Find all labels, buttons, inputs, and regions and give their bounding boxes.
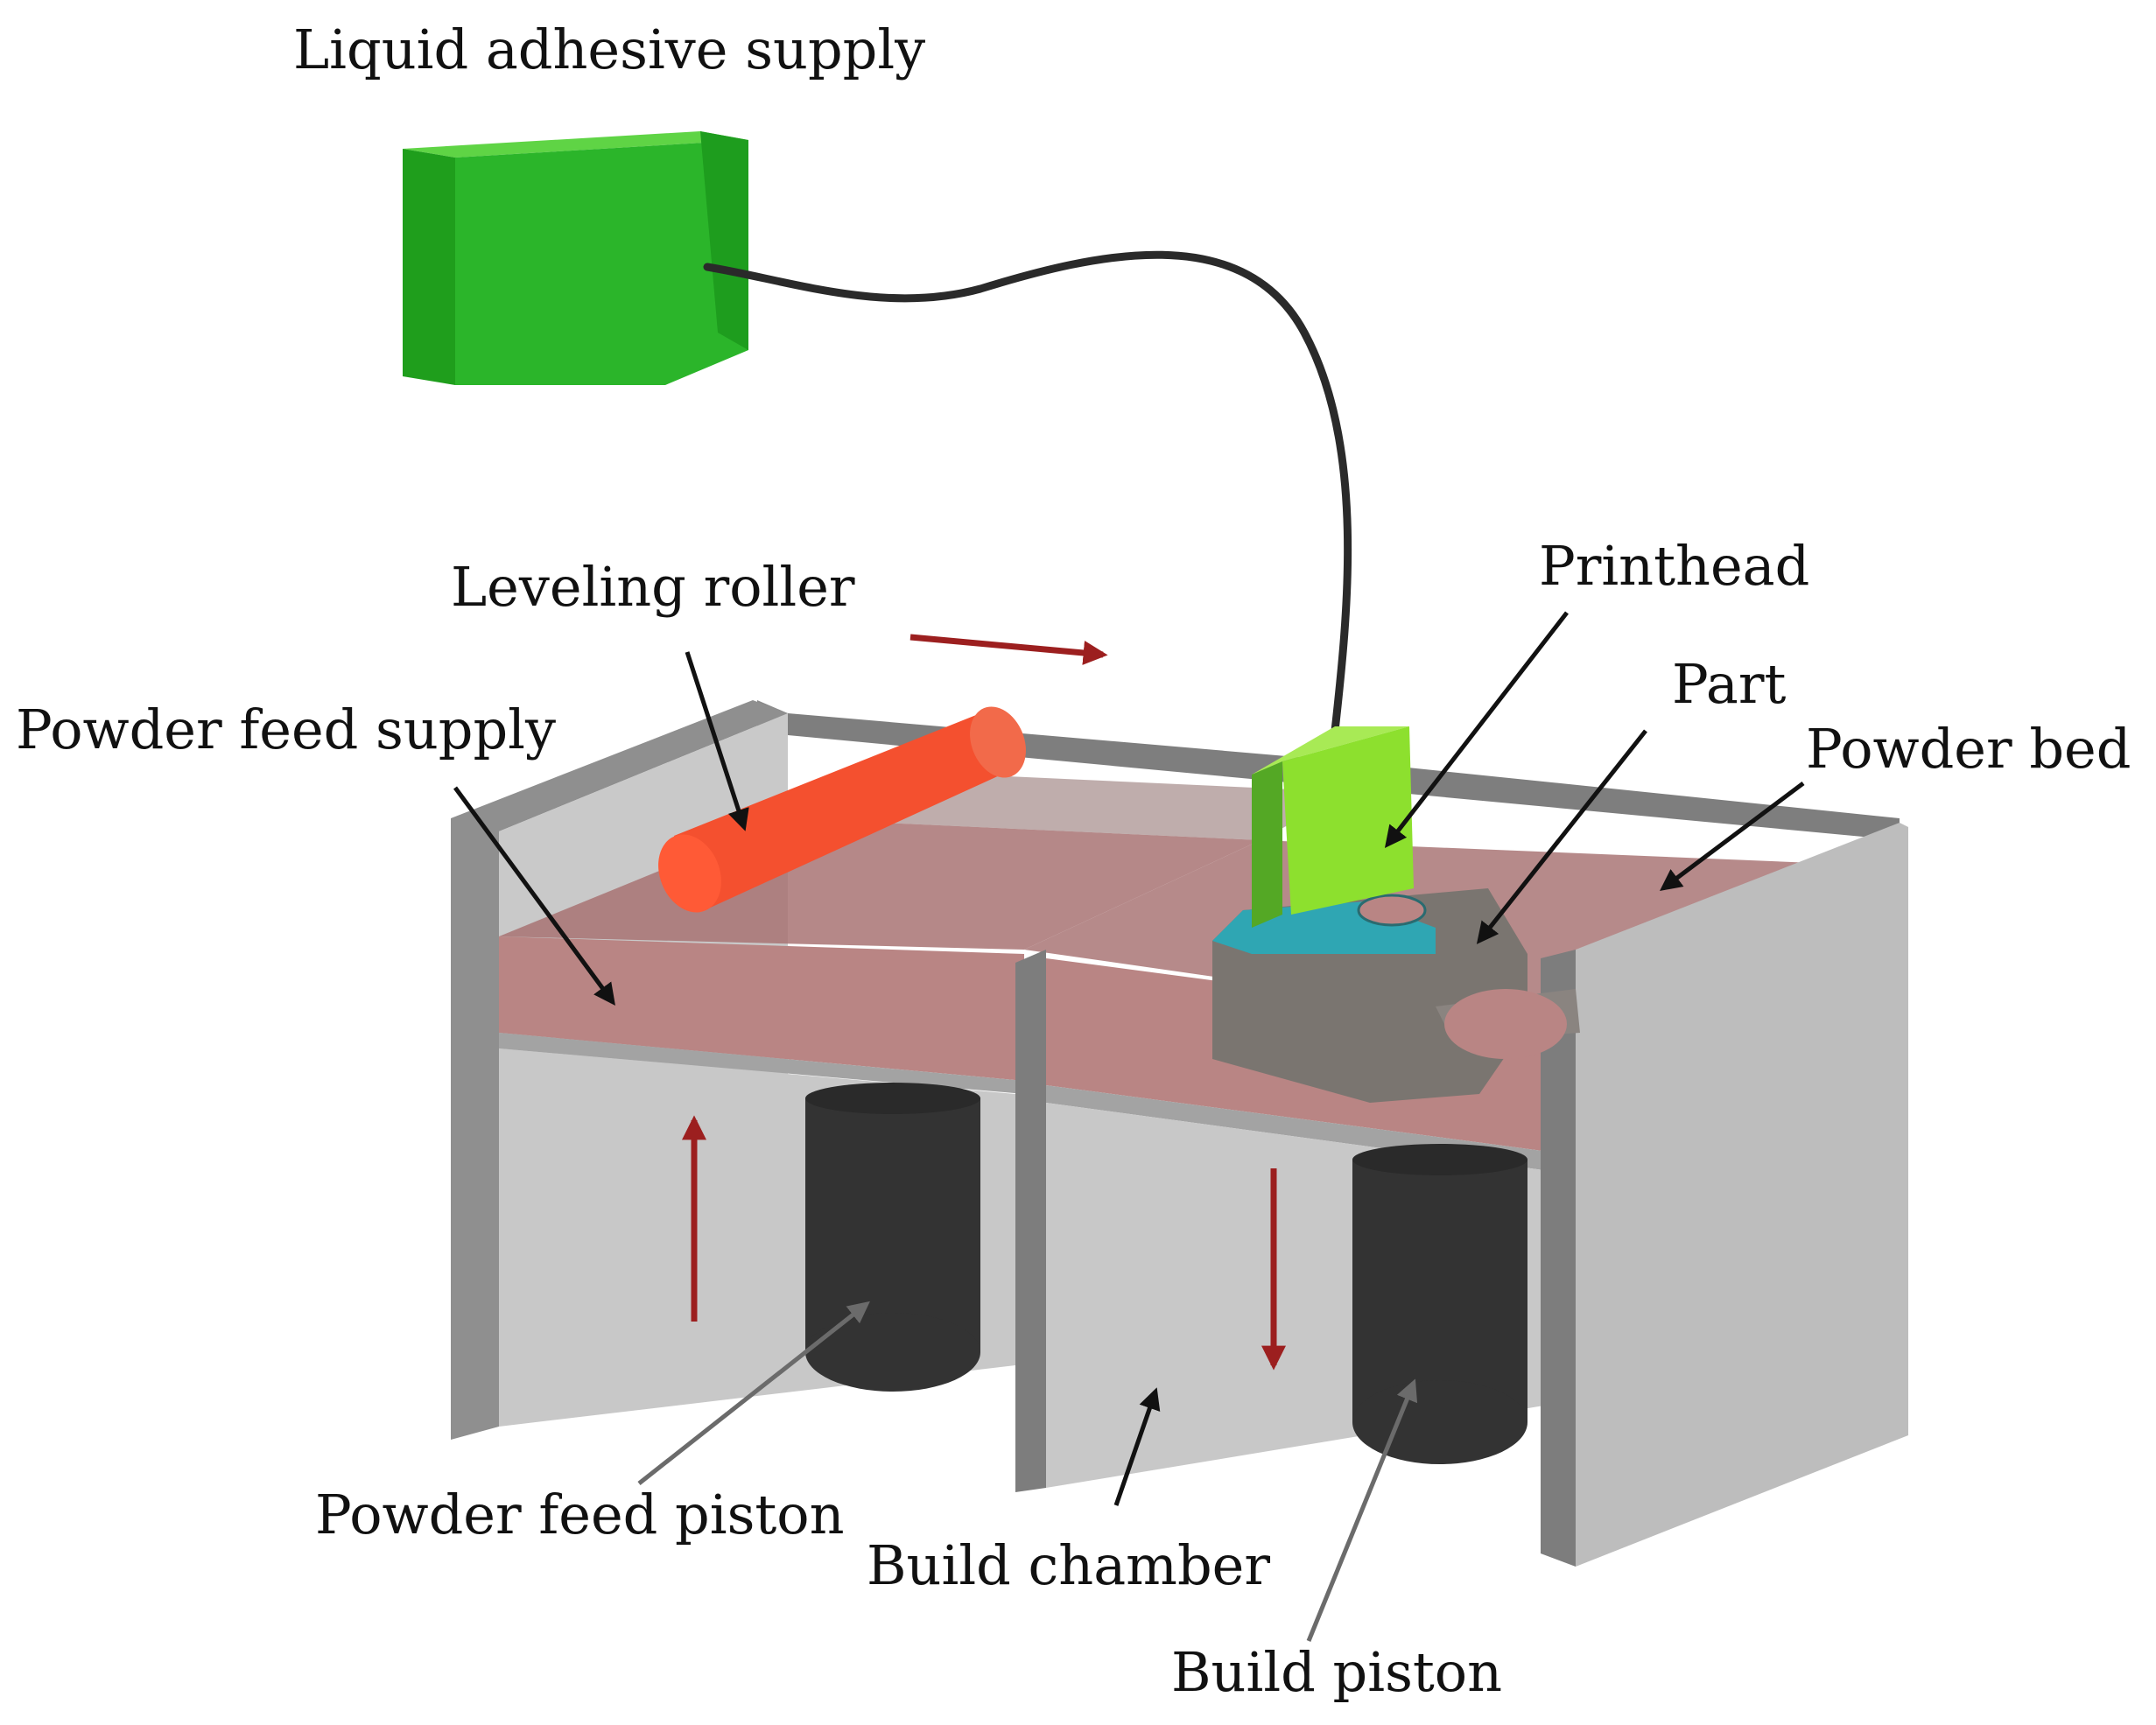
- powder-feed-supply-leader: [453, 786, 615, 1006]
- build-piston-leader: [1306, 1378, 1418, 1642]
- leveling-roller: [658, 706, 1026, 913]
- right-end-wall: [1576, 823, 1908, 1567]
- powder-feed-piston-label: Powder feed piston: [315, 1483, 845, 1546]
- powder-feed-supply-label: Powder feed supply: [16, 698, 556, 761]
- liquid-adhesive-supply-box: [403, 131, 748, 385]
- adhesive-hose: [703, 250, 1352, 735]
- build-piston: [1352, 1144, 1527, 1464]
- build-chamber-leader: [1113, 1387, 1161, 1506]
- powder-bed-label: Powder bed: [1806, 717, 2131, 781]
- printhead-leader: [1384, 611, 1569, 848]
- part-label: Part: [1672, 652, 1787, 716]
- leveling-roller-label: Leveling roller: [451, 555, 855, 619]
- powder-feed-piston-leader: [637, 1301, 870, 1485]
- left-end-wall: [451, 700, 788, 1440]
- liquid-adhesive-supply-label: Liquid adhesive supply: [293, 18, 925, 81]
- middle-divider: [1015, 950, 1046, 1492]
- build-chamber-label: Build chamber: [867, 1533, 1270, 1597]
- powder-bed-leader: [1660, 782, 1805, 891]
- roller-motion-arrow: [909, 634, 1108, 665]
- build-piston-label: Build piston: [1171, 1640, 1502, 1704]
- printhead: [1252, 726, 1414, 928]
- powder-feed-top: [499, 818, 1261, 950]
- printhead-label: Printhead: [1539, 534, 1809, 598]
- leveling-roller-leader: [685, 651, 749, 831]
- part: [1212, 888, 1580, 1103]
- part-leader: [1476, 729, 1647, 944]
- powder-feed-piston: [805, 1083, 980, 1392]
